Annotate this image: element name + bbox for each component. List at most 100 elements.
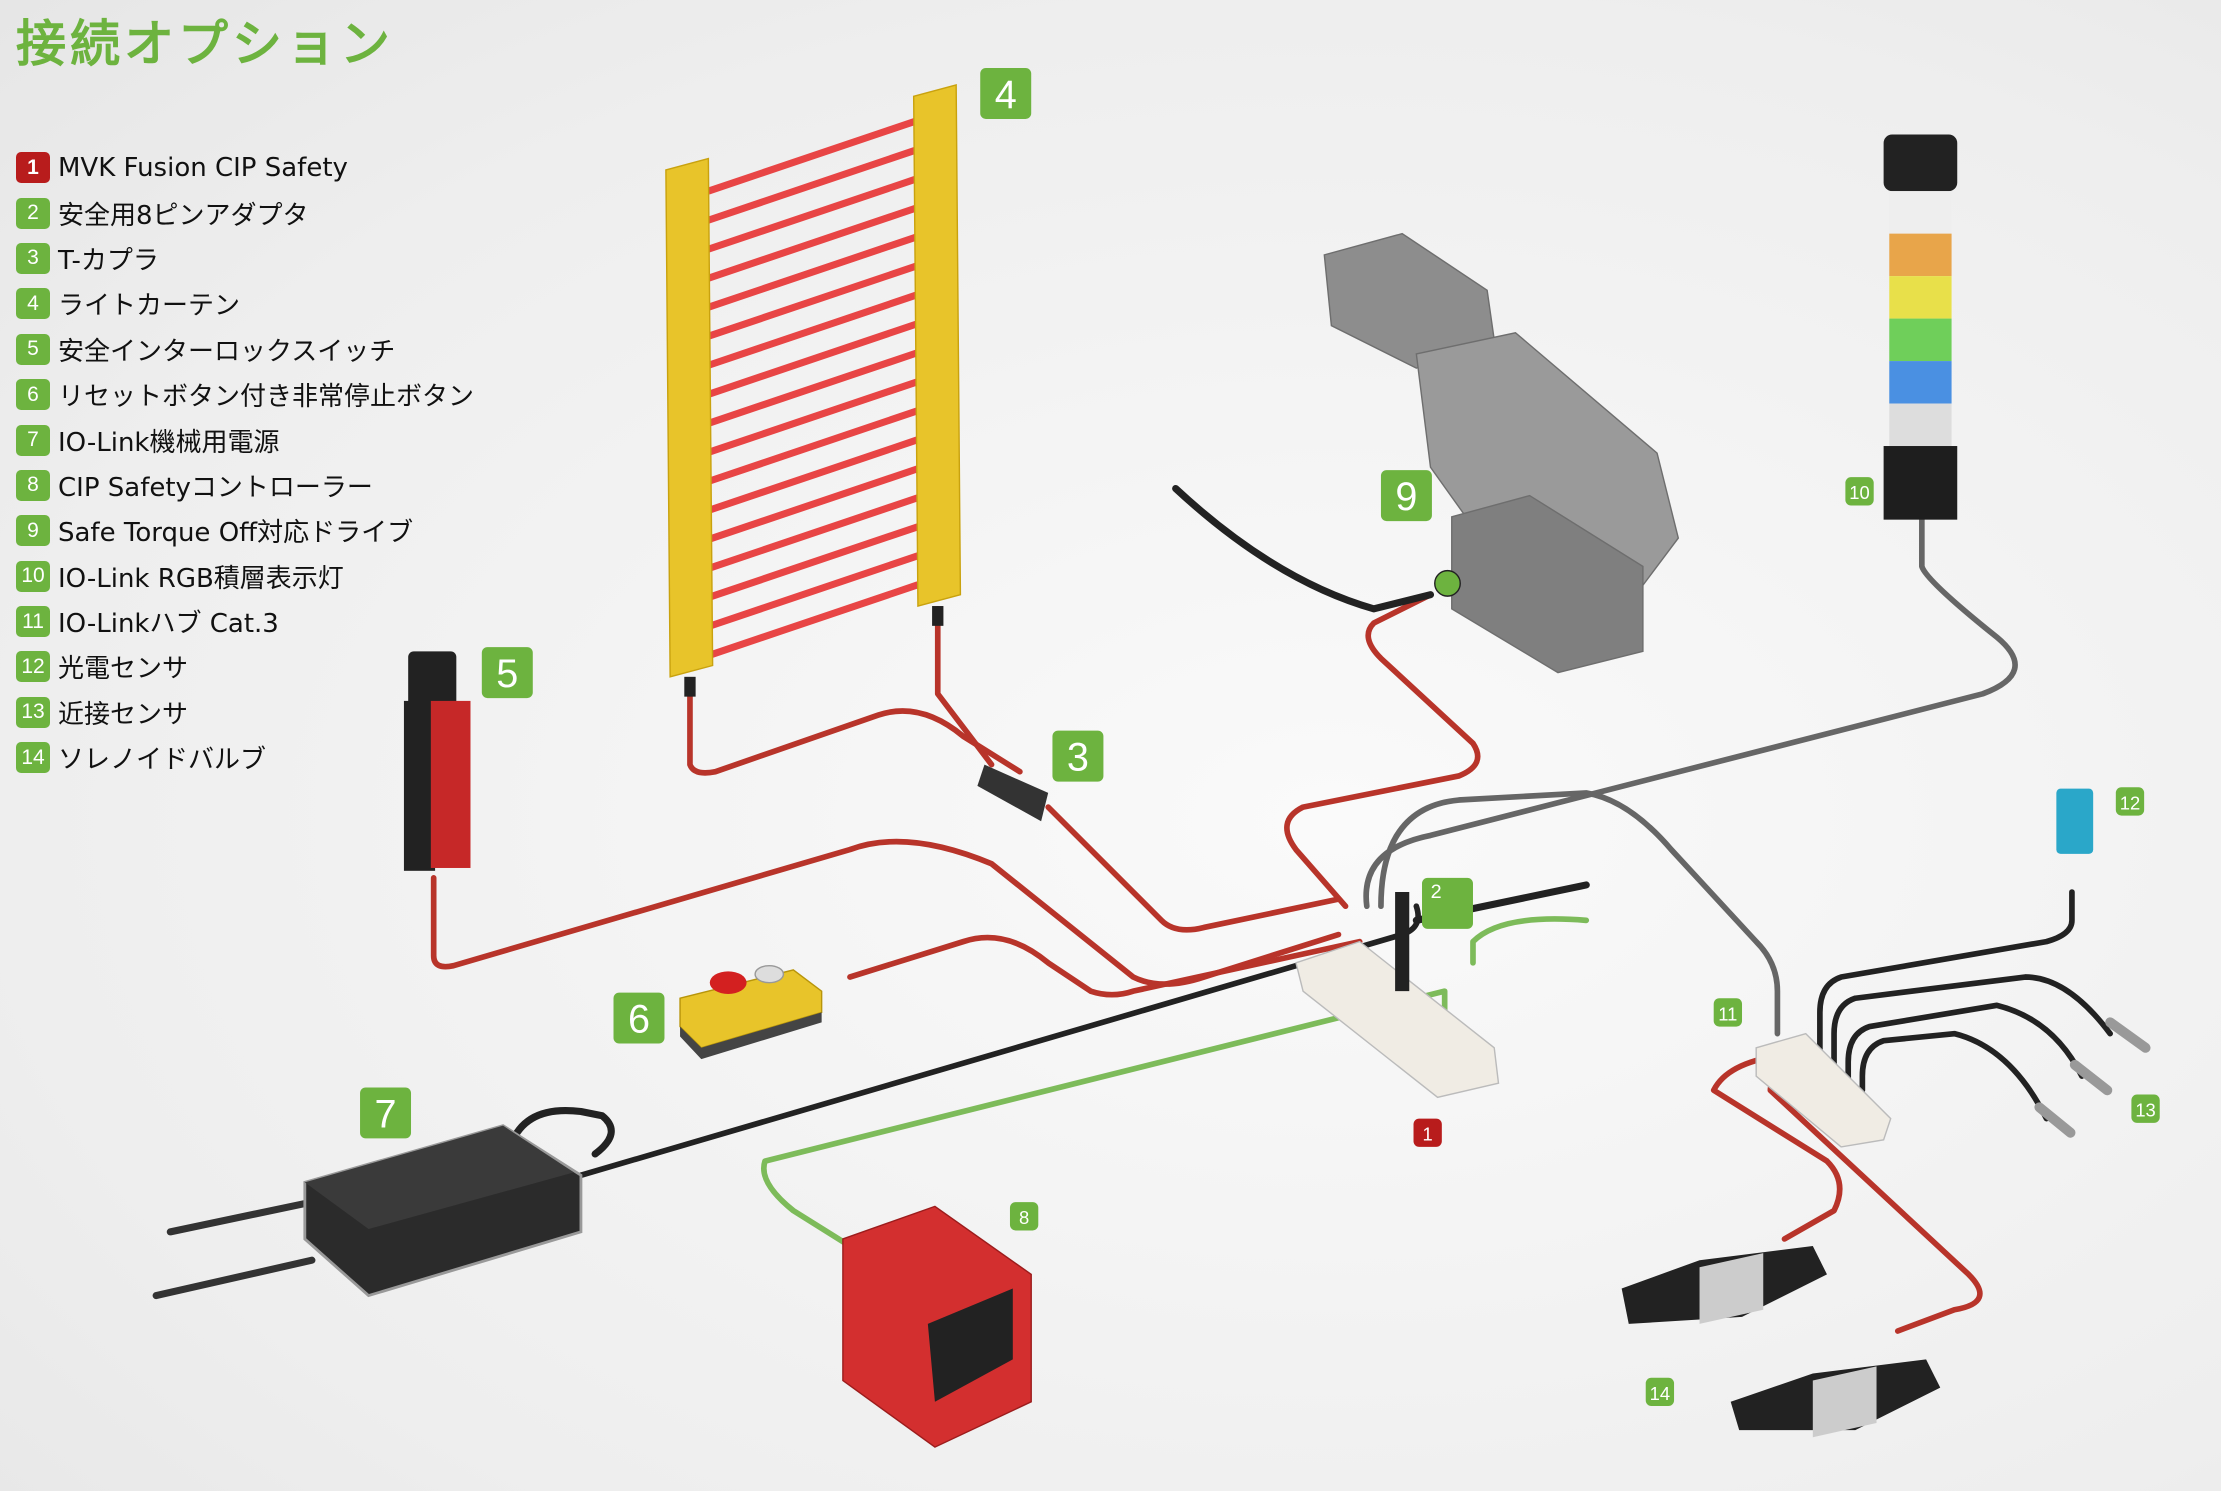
legend-label: Safe Torque Off対応ドライブ bbox=[58, 518, 414, 549]
badge-number: 14 bbox=[1650, 1383, 1670, 1404]
light-beam bbox=[707, 291, 920, 369]
cable-prox3 bbox=[1859, 1030, 2050, 1122]
cable-ps-loop bbox=[506, 1107, 615, 1158]
callout-badge-13: 13 bbox=[2131, 1094, 2160, 1123]
badge-background bbox=[1380, 470, 1432, 522]
cable-hub-link bbox=[1378, 790, 1781, 1037]
badge-background bbox=[2131, 1094, 2160, 1123]
callout-badge-1: 1 bbox=[1413, 1118, 1442, 1147]
badge-background bbox=[980, 67, 1032, 119]
legend-item: 14 ソレノイドバルブ bbox=[16, 735, 474, 780]
legend-number-badge: 8 bbox=[16, 469, 50, 501]
light-beam bbox=[707, 349, 920, 427]
badge-background bbox=[1413, 1118, 1442, 1147]
cip-safety-controller bbox=[842, 1205, 1032, 1448]
badge-number: 10 bbox=[1849, 482, 1869, 503]
legend-number-badge: 11 bbox=[16, 606, 50, 638]
callout-badge-6: 6 bbox=[613, 992, 665, 1044]
callout-badge-3: 3 bbox=[1052, 730, 1104, 782]
light-beam bbox=[707, 494, 920, 572]
legend-number-badge: 14 bbox=[16, 742, 50, 774]
badge-background bbox=[1645, 1377, 1675, 1407]
badge-background bbox=[1845, 477, 1874, 506]
legend-label: IO-Link機械用電源 bbox=[58, 427, 280, 458]
light-beam bbox=[707, 552, 920, 630]
light-beam bbox=[707, 233, 920, 311]
badge-number: 11 bbox=[1718, 1003, 1737, 1024]
io-link-hub bbox=[1755, 1032, 1892, 1148]
legend-label: ソレノイドバルブ bbox=[58, 745, 267, 776]
light-beam bbox=[707, 436, 920, 514]
legend-label: IO-Link RGB積層表示灯 bbox=[58, 563, 344, 594]
callout-badge-9: 9 bbox=[1380, 470, 1432, 522]
light-beam bbox=[707, 581, 920, 659]
legend-number-badge: 9 bbox=[16, 515, 50, 547]
callout-badge-10: 10 bbox=[1845, 477, 1874, 506]
legend-number-badge: 5 bbox=[16, 333, 50, 365]
legend-label: 光電センサ bbox=[58, 654, 189, 685]
legend-item: 9 Safe Torque Off対応ドライブ bbox=[16, 508, 474, 553]
cable-ps-out1 bbox=[166, 1200, 309, 1236]
badge-number: 13 bbox=[2135, 1100, 2155, 1121]
cable-interlock bbox=[430, 838, 1342, 987]
safety-adapter bbox=[1395, 892, 1410, 992]
light-beam bbox=[707, 378, 920, 456]
legend-number-badge: 7 bbox=[16, 424, 50, 456]
badge-background bbox=[1713, 998, 1743, 1027]
page-title: 接続オプション bbox=[16, 15, 394, 73]
legend-number-badge: 10 bbox=[16, 560, 50, 592]
callout-badge-14: 14 bbox=[1645, 1377, 1675, 1407]
legend-number-badge: 12 bbox=[16, 651, 50, 683]
badge-number: 7 bbox=[375, 1092, 397, 1136]
light-beam bbox=[707, 320, 920, 398]
badge-background bbox=[2115, 787, 2145, 816]
solenoid-valves bbox=[1621, 1246, 1941, 1438]
badge-number: 9 bbox=[1395, 475, 1417, 519]
cable-prox2 bbox=[1845, 1002, 2085, 1087]
cable-lightcurtain-left bbox=[687, 690, 1023, 776]
stack-light bbox=[1883, 134, 1958, 520]
legend-item: 12 光電センサ bbox=[16, 644, 474, 689]
light-beam bbox=[707, 117, 920, 195]
light-beam bbox=[707, 262, 920, 340]
legend-label: MVK Fusion CIP Safety bbox=[58, 152, 348, 183]
legend-number-badge: 6 bbox=[16, 379, 50, 411]
legend-number-badge: 3 bbox=[16, 242, 50, 274]
cable-valve1 bbox=[1710, 1052, 1843, 1242]
cable-stacklight bbox=[1363, 513, 2018, 910]
interlock-switch bbox=[403, 651, 471, 871]
light-beam bbox=[707, 146, 920, 224]
cable-drive bbox=[1284, 591, 1481, 910]
badge-background bbox=[360, 1087, 412, 1139]
badge-number: 5 bbox=[496, 652, 518, 696]
badge-number: 3 bbox=[1067, 736, 1089, 780]
callout-badge-2: 2 bbox=[1422, 877, 1473, 929]
legend-item: 5 安全インターロックスイッチ bbox=[16, 327, 474, 372]
cable-estop bbox=[847, 934, 1363, 998]
badge-number: 4 bbox=[995, 73, 1017, 117]
callout-badge-11: 11 bbox=[1713, 998, 1743, 1027]
cable-photo-sensor bbox=[1817, 889, 2075, 1058]
legend-label: 近接センサ bbox=[58, 699, 189, 730]
safe-torque-off-drive bbox=[1323, 232, 1680, 674]
callout-badge-7: 7 bbox=[360, 1087, 412, 1139]
legend-label: 安全インターロックスイッチ bbox=[58, 336, 396, 367]
badge-background bbox=[481, 647, 533, 699]
legend-number-badge: 2 bbox=[16, 197, 50, 229]
callout-badge-8: 8 bbox=[1009, 1202, 1039, 1231]
badge-number: 1 bbox=[1423, 1124, 1433, 1145]
legend-label: ライトカーテン bbox=[58, 291, 241, 322]
badge-background bbox=[1052, 730, 1104, 782]
proximity-sensors bbox=[2034, 1017, 2151, 1138]
light-beam bbox=[707, 407, 920, 485]
legend-number-badge: 1 bbox=[16, 152, 50, 184]
cable-controller bbox=[761, 916, 1590, 1249]
legend-item: 1 MVK Fusion CIP Safety bbox=[16, 145, 474, 190]
cable-drive-power bbox=[1172, 484, 1435, 613]
